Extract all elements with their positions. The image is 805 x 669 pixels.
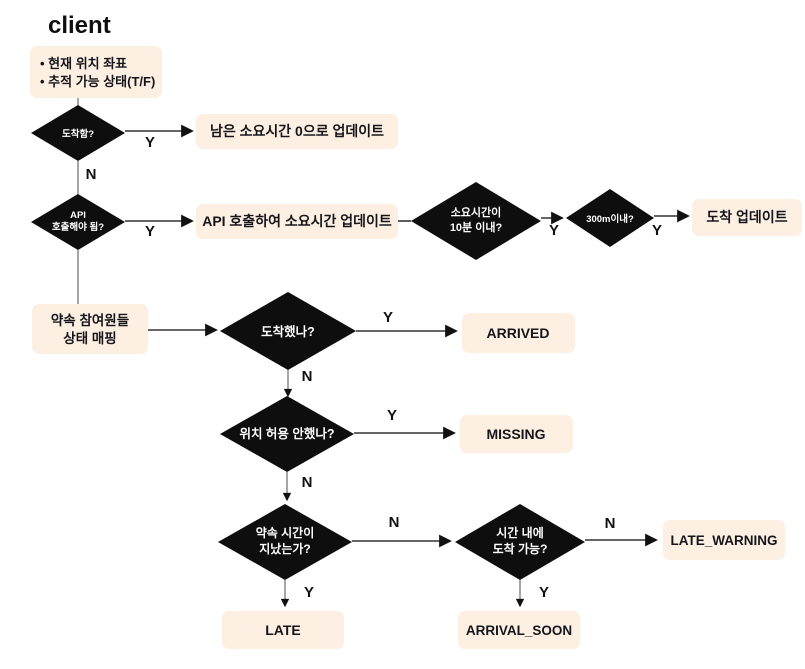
- arrive-in-time-check-diamond: [455, 504, 585, 580]
- participants-mapping-box: [32, 304, 148, 354]
- decision-location-not-allowed-check: 위치 허용 안했나?: [220, 396, 354, 472]
- node-late-warning-state: LATE_WARNING: [663, 520, 785, 560]
- node-arrival-soon-state: ARRIVAL_SOON: [458, 611, 580, 649]
- label-arrive-in-time-yes: Y: [539, 584, 549, 601]
- decision-arrive-in-time-check: 시간 내에 도착 가능?: [455, 504, 585, 580]
- update-remaining-zero-box: [196, 114, 398, 149]
- missing-state-box: [460, 415, 573, 453]
- arrive-in-time-check-line1: 시간 내에: [496, 525, 544, 540]
- label-location-denied-no: N: [302, 474, 313, 491]
- label-has-arrived-yes: Y: [383, 309, 393, 326]
- label-300m-yes: Y: [652, 222, 662, 239]
- time-passed-check-line1: 약속 시간이: [256, 525, 315, 540]
- label-10min-yes: Y: [549, 222, 559, 239]
- node-arrived-state: ARRIVED: [462, 313, 575, 353]
- decision-time-passed-check: 약속 시간이 지났는가?: [218, 504, 352, 580]
- decision-arrived-check: 도착함?: [31, 105, 125, 161]
- time-passed-check-line2: 지났는가?: [259, 541, 311, 556]
- within-10min-check-line1: 소요시간이: [451, 205, 502, 219]
- node-update-remaining-zero: 남은 소요시간 0으로 업데이트: [196, 114, 398, 149]
- api-call-update-label: API 호출하여 소요시간 업데이트: [202, 213, 392, 229]
- label-time-passed-yes: Y: [304, 584, 314, 601]
- client-info-box: [30, 46, 162, 98]
- location-not-allowed-check-diamond: [220, 396, 354, 472]
- client-info-line1: • 현재 위치 좌표: [40, 56, 127, 71]
- api-needed-check-diamond: [31, 194, 125, 250]
- decision-has-arrived-check: 도착했나?: [220, 292, 356, 370]
- arrived-check-label: 도착함?: [62, 128, 94, 140]
- api-needed-check-line1: API: [70, 210, 86, 221]
- node-late-state: LATE: [222, 611, 344, 649]
- arrived-state-box: [462, 313, 575, 353]
- label-arrived-check-yes: Y: [145, 134, 155, 151]
- node-missing-state: MISSING: [460, 415, 573, 453]
- missing-state-label: MISSING: [486, 426, 545, 442]
- within-10min-check-line2: 10분 이내?: [450, 220, 503, 234]
- label-location-denied-yes: Y: [387, 407, 397, 424]
- label-time-passed-no: N: [389, 514, 400, 531]
- has-arrived-check-label: 도착했나?: [261, 324, 315, 339]
- late-warning-state-label: LATE_WARNING: [671, 533, 778, 548]
- api-needed-check-line2: 호출해야 됨?: [52, 221, 104, 233]
- arrive-in-time-check-line2: 도착 가능?: [493, 541, 548, 556]
- late-warning-state-box: [663, 520, 785, 560]
- update-remaining-zero-label: 남은 소요시간 0으로 업데이트: [210, 123, 384, 139]
- participants-mapping-line1: 약속 참여원들: [51, 312, 129, 328]
- label-has-arrived-no: N: [302, 368, 313, 385]
- decision-api-needed-check: API 호출해야 됨?: [31, 194, 125, 250]
- label-arrived-check-no: N: [86, 166, 97, 183]
- late-state-label: LATE: [265, 622, 301, 638]
- decision-within-300m-check: 300m이내?: [566, 189, 654, 247]
- location-not-allowed-check-label: 위치 허용 안했나?: [239, 426, 334, 441]
- time-passed-check-diamond: [218, 504, 352, 580]
- diagram-title: client: [48, 12, 111, 39]
- node-api-call-update: API 호출하여 소요시간 업데이트: [196, 204, 398, 239]
- within-300m-check-label: 300m이내?: [586, 213, 634, 225]
- within-300m-check-diamond: [566, 189, 654, 247]
- node-participants-mapping: 약속 참여원들 상태 매핑: [32, 304, 148, 354]
- arrival-update-box: [692, 199, 802, 236]
- participants-mapping-line2: 상태 매핑: [63, 330, 116, 346]
- client-info-line2: • 추적 가능 상태(T/F): [40, 74, 155, 89]
- late-state-box: [222, 611, 344, 649]
- arrival-soon-state-label: ARRIVAL_SOON: [466, 623, 572, 638]
- api-call-update-box: [196, 204, 398, 239]
- arrived-state-label: ARRIVED: [486, 325, 549, 341]
- has-arrived-check-diamond: [220, 292, 356, 370]
- arrived-check-diamond: [31, 105, 125, 161]
- within-10min-check-diamond: [411, 182, 541, 260]
- label-api-check-yes: Y: [145, 223, 155, 240]
- arrival-soon-state-box: [458, 611, 580, 649]
- node-client-info: • 현재 위치 좌표 • 추적 가능 상태(T/F): [30, 46, 162, 98]
- node-arrival-update: 도착 업데이트: [692, 199, 802, 236]
- label-arrive-in-time-no: N: [605, 515, 616, 532]
- decision-within-10min-check: 소요시간이 10분 이내?: [411, 182, 541, 260]
- arrival-update-label: 도착 업데이트: [706, 209, 787, 225]
